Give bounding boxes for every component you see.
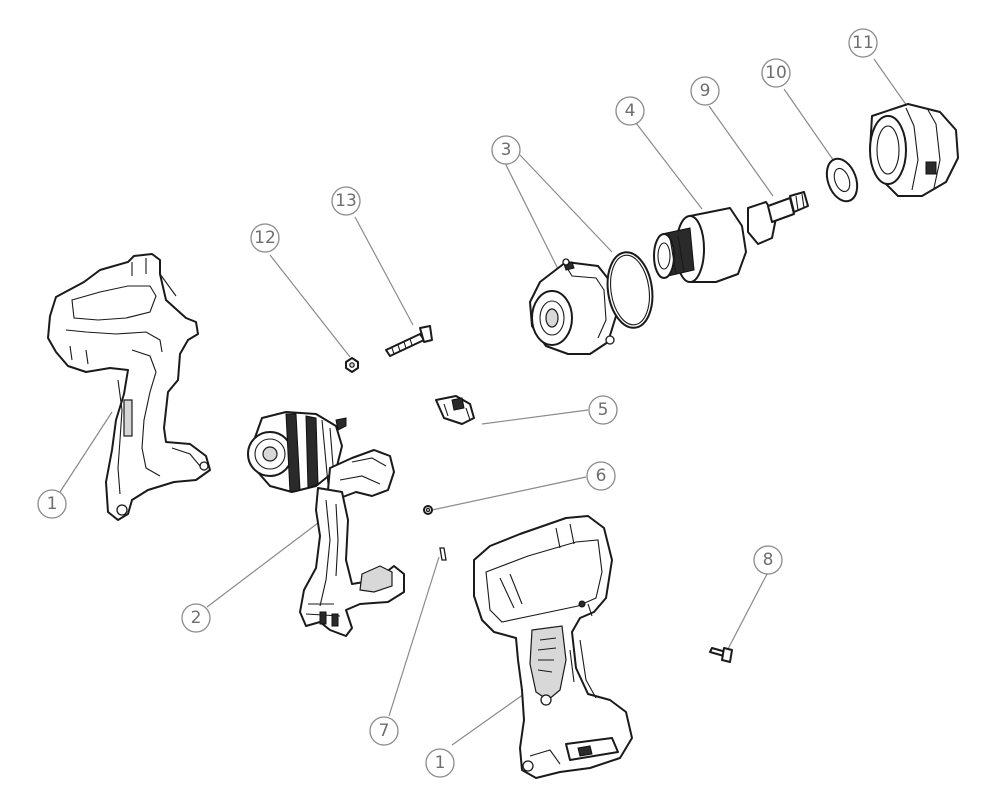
callout-1a: 1 <box>37 489 67 519</box>
leader-12 <box>269 254 351 358</box>
part-housing-left-half <box>47 253 211 521</box>
callout-4-label: 4 <box>625 101 636 121</box>
callout-13: 13 <box>331 186 361 216</box>
leader-5 <box>481 409 589 425</box>
leader-7 <box>388 556 440 717</box>
callout-6-label: 6 <box>596 466 607 486</box>
leader-10 <box>783 88 837 165</box>
part-screw <box>709 647 733 663</box>
leader-lines <box>59 58 908 746</box>
part-hammer-mechanism <box>653 207 747 283</box>
callout-4: 4 <box>615 96 645 126</box>
part-pin <box>439 547 447 561</box>
callout-9-label: 9 <box>700 81 711 101</box>
part-nut <box>345 357 359 373</box>
callout-5: 5 <box>588 395 618 425</box>
part-housing-right-half <box>473 515 633 779</box>
leader-13 <box>354 216 414 326</box>
callout-10: 10 <box>761 58 791 88</box>
callout-8-label: 8 <box>763 550 774 570</box>
callout-3-label: 3 <box>501 140 512 160</box>
part-washer <box>825 157 859 203</box>
callout-2-label: 2 <box>191 608 202 628</box>
callout-5-label: 5 <box>598 400 609 420</box>
part-gear-case-with-oring <box>529 251 654 355</box>
callout-7-label: 7 <box>379 721 390 741</box>
callout-11: 11 <box>848 28 878 58</box>
part-nose-cap <box>869 103 959 197</box>
callout-7: 7 <box>369 716 399 746</box>
leader-2 <box>206 522 319 608</box>
callout-3: 3 <box>491 135 521 165</box>
callout-1a-label: 1 <box>47 494 58 514</box>
leader-1b <box>451 693 525 746</box>
callout-13-label: 13 <box>335 191 357 211</box>
callout-12: 12 <box>250 223 280 253</box>
leader-3b <box>519 154 613 253</box>
callout-2: 2 <box>181 603 211 633</box>
leader-3a <box>504 162 561 274</box>
callout-8: 8 <box>753 545 783 575</box>
part-long-screw <box>385 325 433 357</box>
leader-1a <box>59 411 113 493</box>
leader-9 <box>708 105 774 197</box>
part-motor-switch-assembly <box>247 411 405 637</box>
leader-6 <box>431 476 587 511</box>
callout-1b: 1 <box>425 748 455 778</box>
part-anvil <box>747 191 809 245</box>
callout-10-label: 10 <box>765 63 787 83</box>
leader-4 <box>635 122 703 210</box>
callout-6: 6 <box>586 461 616 491</box>
part-switch-contact <box>435 395 475 425</box>
callout-9: 9 <box>690 76 720 106</box>
callout-12-label: 12 <box>254 228 276 248</box>
leader-11 <box>873 58 908 107</box>
callout-11-label: 11 <box>852 33 874 53</box>
leader-8 <box>727 573 768 650</box>
callout-1b-label: 1 <box>435 753 446 773</box>
part-small-screw <box>423 505 433 515</box>
